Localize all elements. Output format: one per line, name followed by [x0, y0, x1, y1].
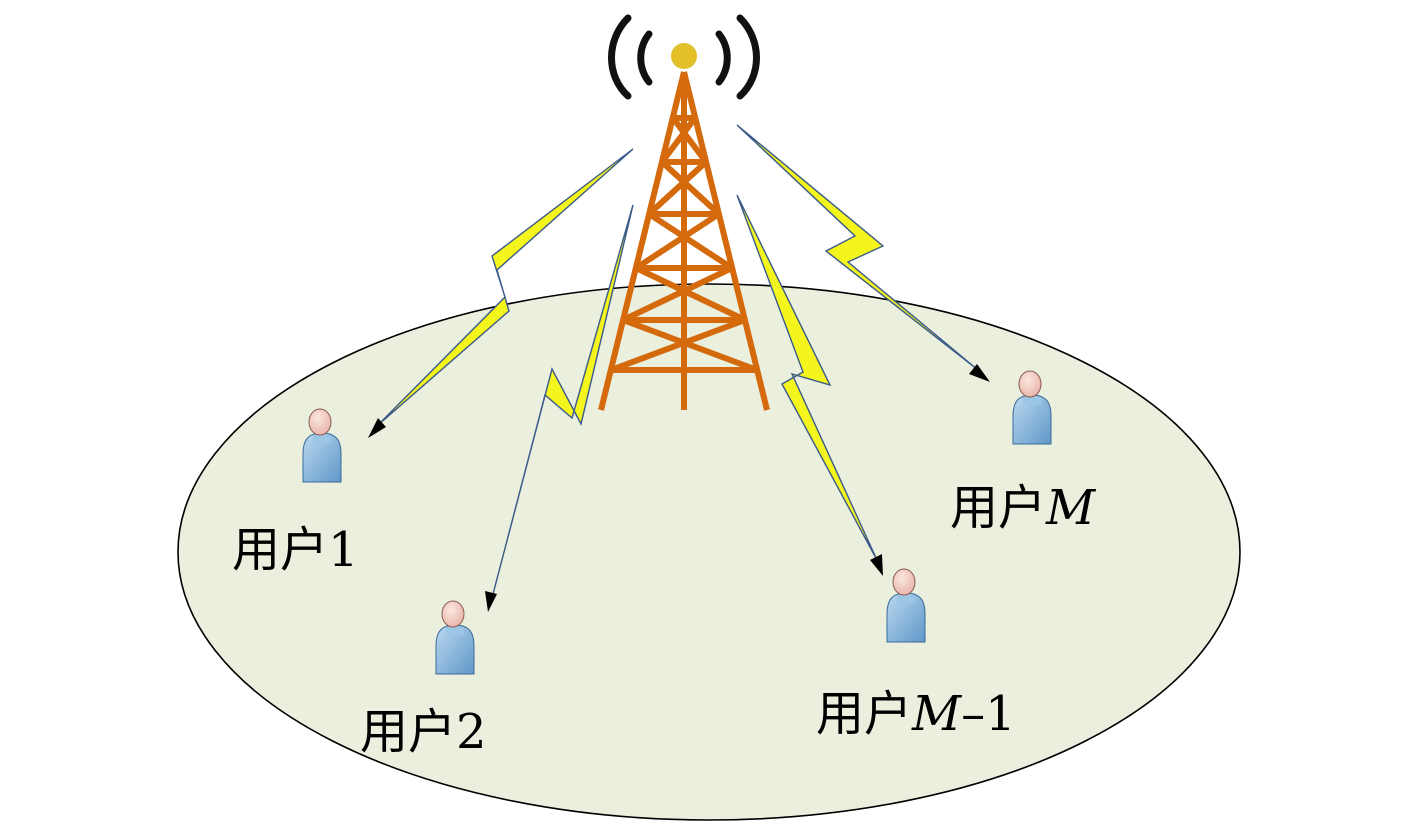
- user-person-icon: [886, 568, 926, 643]
- cell-tower-icon: [598, 71, 770, 411]
- user-label-2: 用户2: [360, 708, 487, 756]
- user-label-symbol: M: [912, 686, 962, 742]
- arrowhead-user-2: [485, 591, 497, 612]
- user-label-index: –1: [961, 686, 1016, 742]
- user-label-m: 用户M: [950, 484, 1095, 532]
- arrowheads: [368, 364, 990, 612]
- arrowhead-user-m-minus-1: [870, 554, 883, 576]
- user-label-m-minus-1: 用户M–1: [816, 690, 1016, 738]
- user-label-index: 2: [456, 704, 487, 760]
- user-label-prefix: 用户: [950, 480, 1047, 536]
- user-person-icon: [1012, 370, 1052, 445]
- arrowhead-user-1: [368, 418, 386, 438]
- user-label-symbol: M: [1046, 480, 1096, 536]
- arrowhead-user-m: [969, 364, 990, 382]
- user-label-prefix: 用户: [232, 522, 329, 578]
- user-label-prefix: 用户: [816, 686, 913, 742]
- user-person-icon: [302, 408, 342, 483]
- user-label-index: 1: [328, 522, 359, 578]
- coverage-area: [177, 283, 1241, 821]
- user-label-1: 用户1: [232, 526, 359, 574]
- user-label-prefix: 用户: [360, 704, 457, 760]
- signal-waves-icon: [608, 14, 760, 100]
- antenna-tip-icon: [671, 43, 697, 69]
- user-person-icon: [435, 600, 475, 675]
